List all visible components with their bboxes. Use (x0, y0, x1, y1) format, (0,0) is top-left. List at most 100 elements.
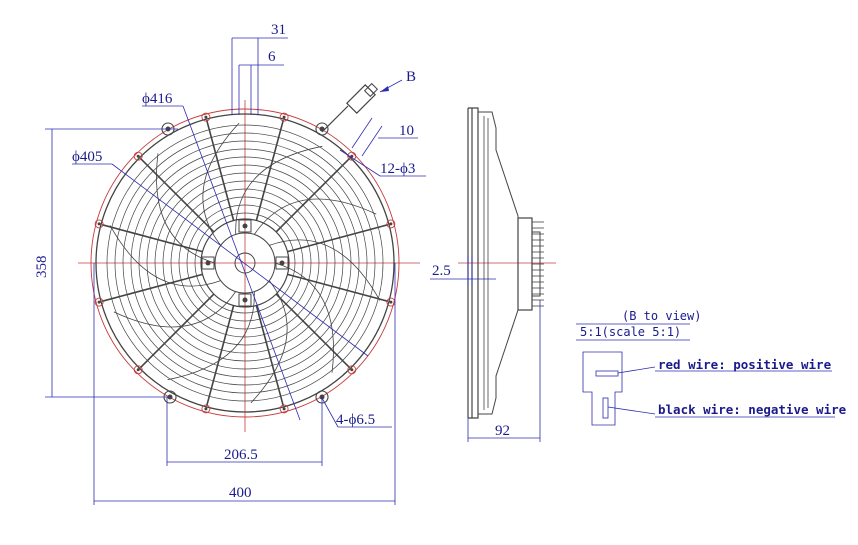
rim-hole-center (389, 300, 393, 304)
guard-spoke (139, 157, 215, 233)
guard-spoke (287, 273, 389, 303)
rim-hole-center (282, 115, 286, 119)
fan-blade (235, 145, 323, 235)
fan-blade (253, 198, 377, 235)
rim-hole (94, 219, 104, 229)
guard-spoke (139, 293, 215, 369)
guard-ring (146, 164, 344, 362)
dim-12-phi3: 12-ϕ3 (339, 149, 426, 177)
hub-foot (238, 293, 252, 307)
guard-ring (162, 180, 328, 346)
dim-400: 400 (93, 263, 396, 505)
fan-blade (156, 153, 216, 264)
dim-10-label: 10 (399, 123, 414, 139)
rim-hole (279, 404, 289, 414)
motor-fins (532, 221, 544, 307)
mount-lug-hole (167, 394, 173, 400)
guard-spoke (101, 223, 203, 253)
hub-outer (200, 218, 290, 308)
hub-foot-hole (279, 260, 285, 266)
hub-middle (214, 232, 276, 294)
black-wire-label: black wire: negative wire (658, 402, 847, 417)
hub-foot-hole (242, 297, 248, 303)
outer-circle-416 (90, 108, 400, 418)
rim-hole-center (389, 222, 393, 226)
dim-10: 10 (351, 117, 418, 157)
fan-blade (113, 291, 237, 328)
dim-358-label: 358 (34, 256, 50, 279)
guard-spoke (255, 305, 285, 407)
dim-phi416-label: ϕ416 (142, 91, 173, 107)
fan-blade (269, 239, 381, 301)
detail-view-b: (B to view) 5:1(scale 5:1) red wire: pos… (576, 309, 847, 426)
guard-spokes (101, 119, 389, 407)
guard-rings (106, 124, 384, 402)
rim-hole (133, 151, 143, 161)
guard-ring (178, 196, 312, 330)
hub-foot-hole (242, 223, 248, 229)
guard-ring (194, 212, 296, 314)
fan-blades (109, 122, 381, 404)
rim-hole (201, 112, 211, 122)
hub-foot (201, 256, 215, 270)
guard-ring (130, 148, 360, 378)
dim-4-phi6-5: 4-ϕ6.5 (321, 397, 392, 428)
black-wire-terminal (602, 397, 609, 419)
guard-ring (106, 124, 384, 402)
rim-hole-center (97, 222, 101, 226)
hub-foot (275, 256, 289, 270)
dim-400-label: 400 (229, 485, 252, 501)
hub-mount-points (201, 219, 289, 307)
side-view: 2.5 92 (430, 107, 556, 442)
red-wire-label: red wire: positive wire (658, 357, 832, 372)
guard-spoke (205, 119, 235, 221)
guard-ring (122, 140, 368, 386)
rim-hole-center (204, 407, 208, 411)
guard-spoke (275, 157, 351, 233)
dim-12-phi3-label: 12-ϕ3 (380, 161, 415, 177)
dim-358: 358 (34, 128, 178, 398)
rim-hole-center (282, 407, 286, 411)
guard-ring (186, 204, 304, 322)
guard-ring (154, 172, 336, 354)
dim-phi405-label: ϕ405 (72, 149, 102, 165)
dim-206-5: 206.5 (166, 397, 323, 466)
dim-31-6: 31 6 (231, 22, 288, 115)
dim-92-label: 92 (495, 423, 510, 439)
rim-hole (279, 112, 289, 122)
rim-hole-center (204, 115, 208, 119)
rim-hole (201, 404, 211, 414)
rim-hole (94, 297, 104, 307)
fan-blade (274, 262, 334, 373)
hub-foot (238, 219, 252, 233)
rim-hole (347, 151, 357, 161)
guard-ring (114, 132, 376, 394)
rim-hole (386, 219, 396, 229)
dim-phi405: ϕ405 (72, 149, 369, 357)
rim-hole-center (136, 368, 140, 372)
rim-hole-center (97, 300, 101, 304)
dim-206-5-label: 206.5 (224, 447, 258, 463)
dim-92: 92 (467, 300, 541, 442)
guard-ring (138, 156, 352, 370)
hub-foot-hole (205, 260, 211, 266)
detail-scale: 5:1(scale 5:1) (580, 325, 681, 339)
fan-blade (167, 291, 255, 381)
outer-circle-405 (95, 113, 395, 413)
rim-hole (347, 365, 357, 375)
guard-ring (170, 188, 320, 338)
connector-b (321, 79, 403, 133)
front-view: 31 6 B ϕ416 ϕ405 10 12-ϕ3 (34, 22, 426, 505)
red-wire-terminal (595, 370, 619, 377)
fan-blade (109, 225, 221, 287)
rim-hole-center (350, 368, 354, 372)
dim-2-5-label: 2.5 (432, 263, 451, 279)
rim-hole-center (136, 154, 140, 158)
guard-spoke (287, 223, 389, 253)
fan-blade (250, 280, 288, 404)
dim-2-5: 2.5 (430, 256, 496, 286)
guard-spoke (205, 305, 235, 407)
dim-4-phi6-5-label: 4-ϕ6.5 (336, 412, 375, 428)
label-b: B (406, 69, 416, 85)
dim-31: 31 (271, 22, 286, 38)
